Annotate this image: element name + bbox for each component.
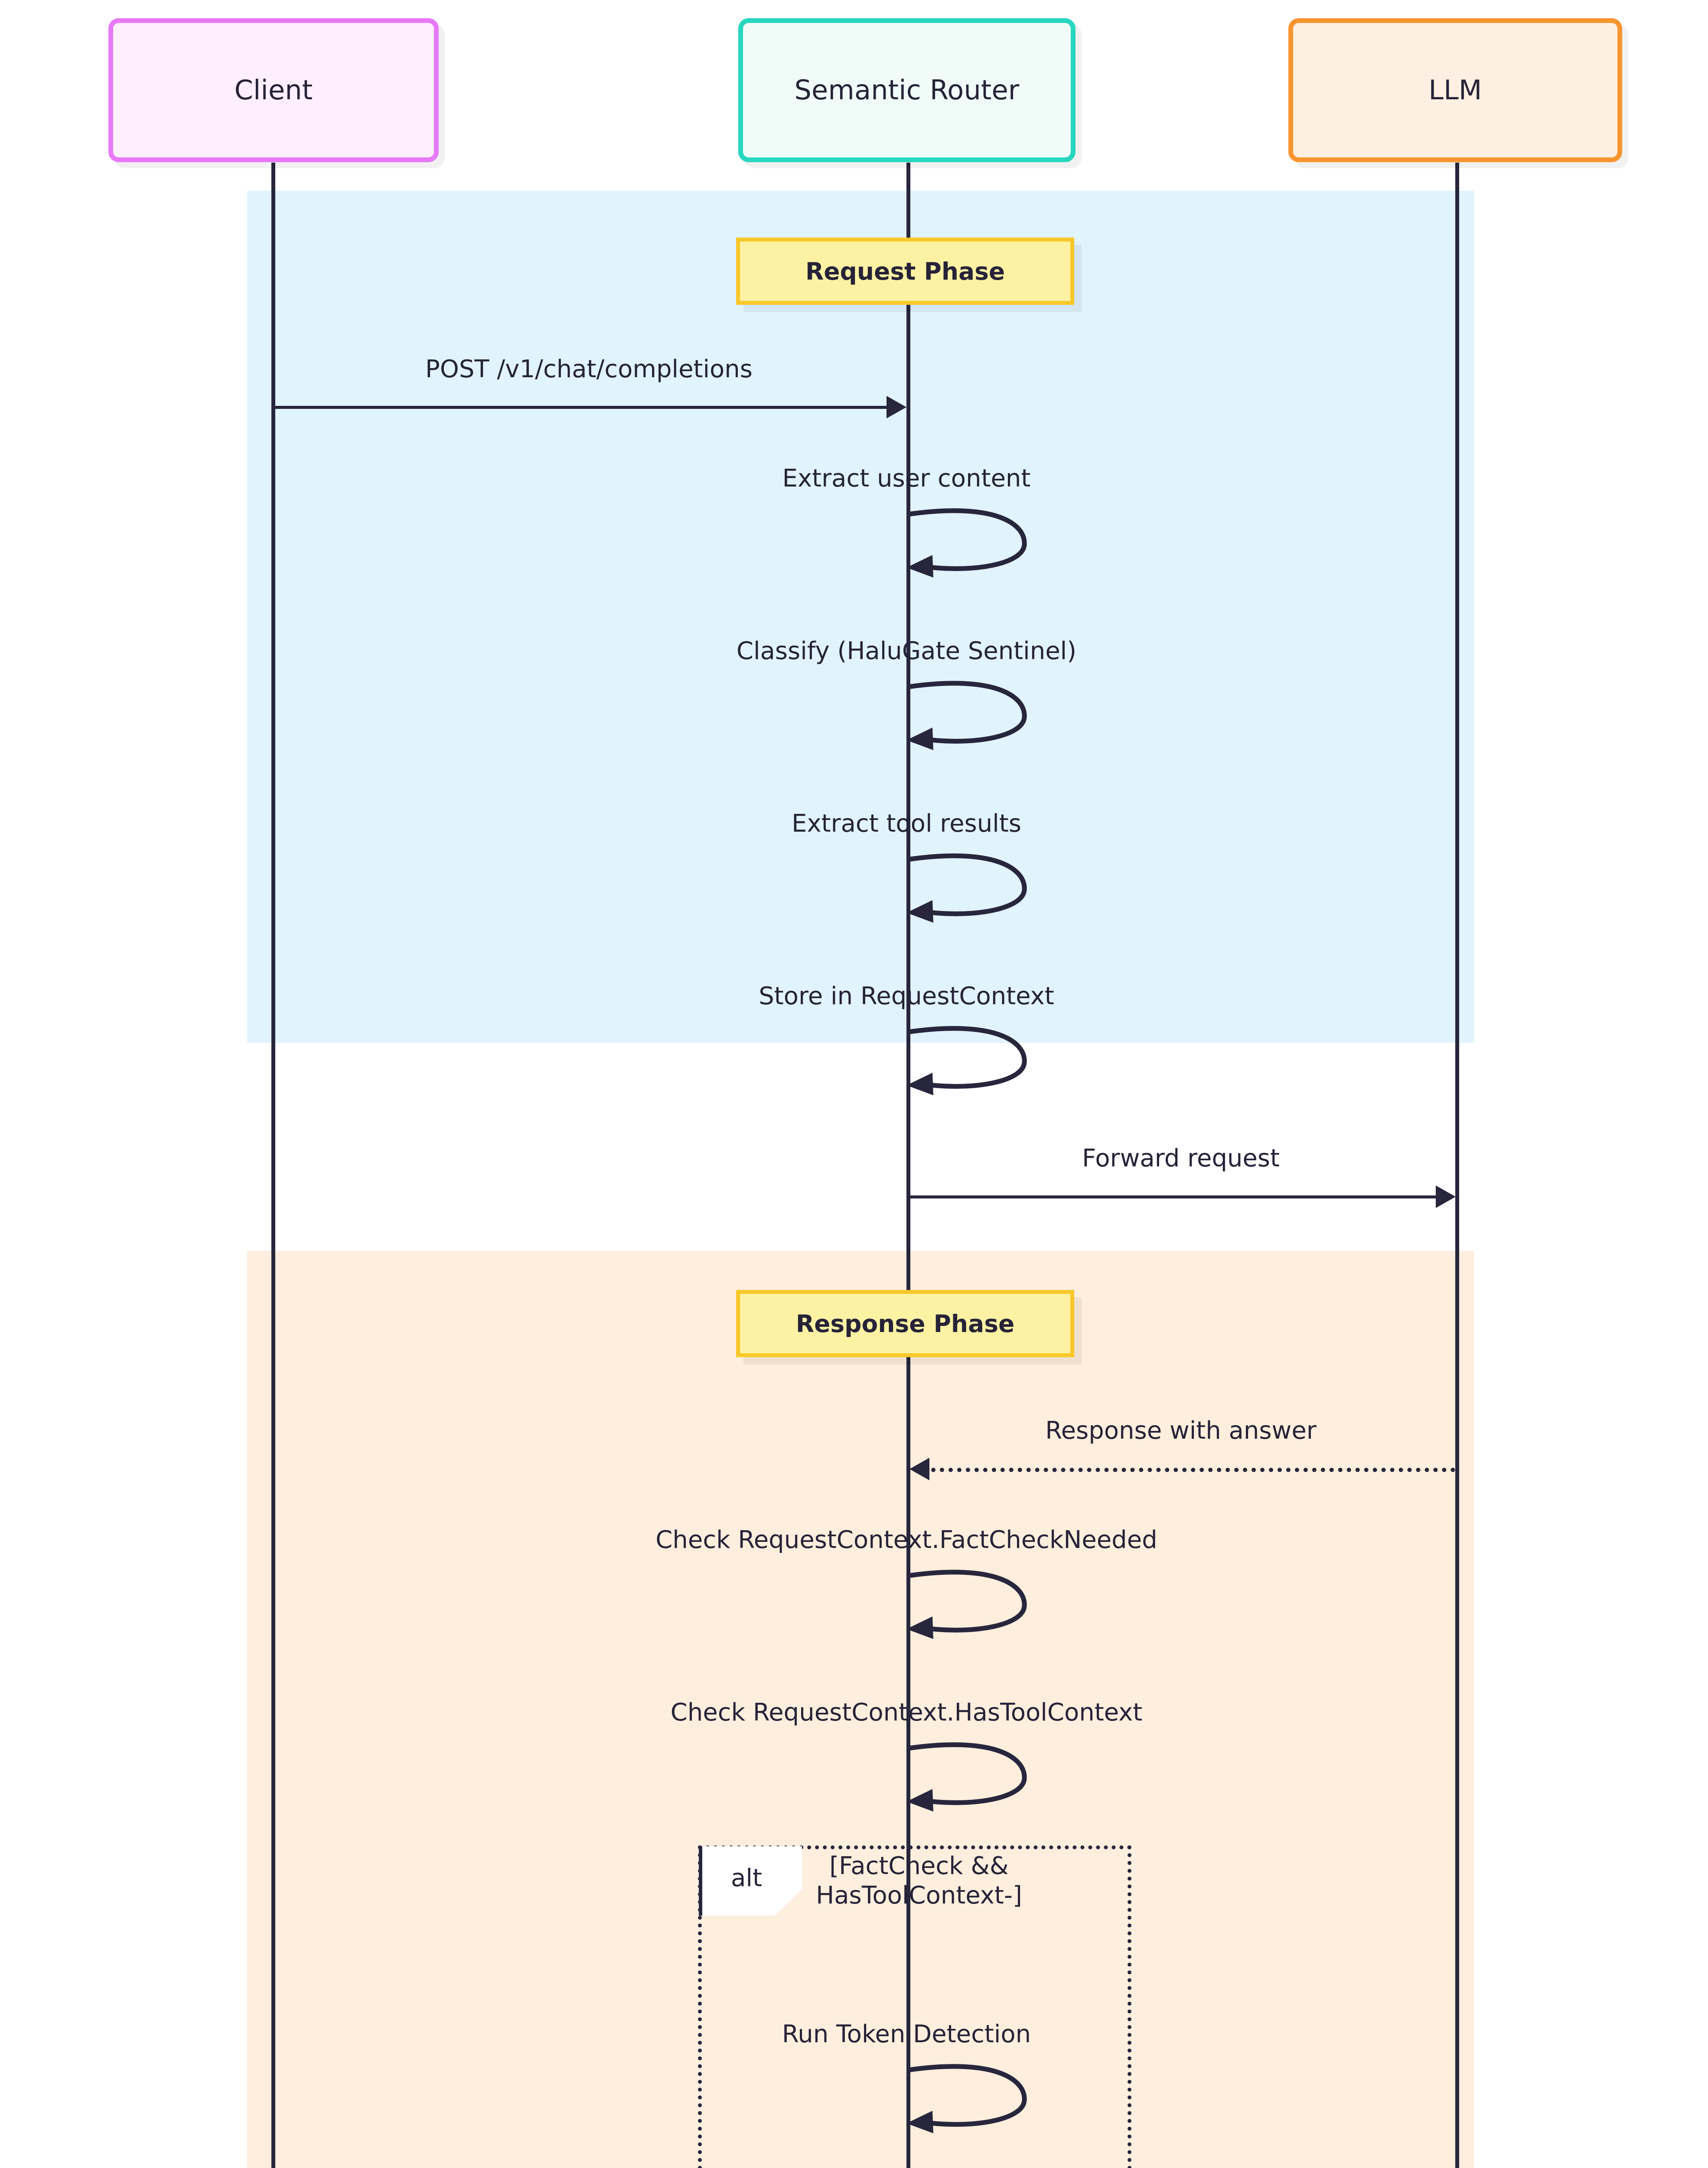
message-arrow-m6 [906,1195,1436,1198]
message-label-m3: Classify (HaluGate Sentinel) [736,637,1077,665]
self-loop-m3 [906,681,1032,752]
note-request-phase: Request Phase [736,238,1074,305]
note-response-phase: Response Phase [736,1290,1074,1357]
alt-fragment-tab-label: alt [731,1864,762,1892]
actor-llm-top[interactable]: LLM [1288,18,1622,162]
alt-branch-1-condition: [FactCheck && HasToolContext-] [816,1852,1022,1910]
actor-router-top[interactable]: Semantic Router [738,18,1076,162]
message-label-m5: Store in RequestContext [759,982,1054,1010]
self-loop-m10 [906,2064,1032,2135]
actor-client-top[interactable]: Client [108,18,439,162]
message-arrow-m7 [931,1468,1455,1472]
note-request-phase-label: Request Phase [805,257,1005,285]
self-loop-m4 [906,853,1032,925]
actor-client-top-label: Client [234,74,313,106]
message-label-m7: Response with answer [1045,1417,1317,1445]
self-loop-m2 [906,508,1032,580]
alt-fragment-tab: alt [699,1846,802,1916]
actor-router-top-label: Semantic Router [794,74,1020,106]
self-loop-m8 [906,1570,1032,1641]
self-loop-m5 [906,1026,1032,1097]
self-loop-m9 [906,1742,1032,1814]
actor-llm-top-label: LLM [1428,74,1482,106]
note-response-phase-label: Response Phase [795,1309,1015,1338]
lifeline-llm [1455,163,1459,2168]
lifeline-router [906,163,910,2168]
message-arrow-m1 [271,406,887,409]
message-label-m6: Forward request [1082,1144,1280,1172]
message-arrowhead-m6 [1436,1185,1456,1208]
message-label-m1: POST /v1/chat/completions [425,355,753,383]
lifeline-client [271,163,275,2168]
response-phase-band [247,1251,1474,2168]
request-phase-band [247,191,1474,1043]
alt-fragment [698,1845,1131,2168]
message-arrowhead-m7 [909,1458,929,1480]
message-arrowhead-m1 [887,396,906,418]
message-label-m8: Check RequestContext.FactCheckNeeded [655,1526,1157,1554]
message-label-m2: Extract user content [782,464,1031,493]
message-label-m9: Check RequestContext.HasToolContext [670,1698,1143,1727]
message-label-m4: Extract tool results [792,810,1021,838]
message-label-m10: Run Token Detection [782,2020,1031,2048]
